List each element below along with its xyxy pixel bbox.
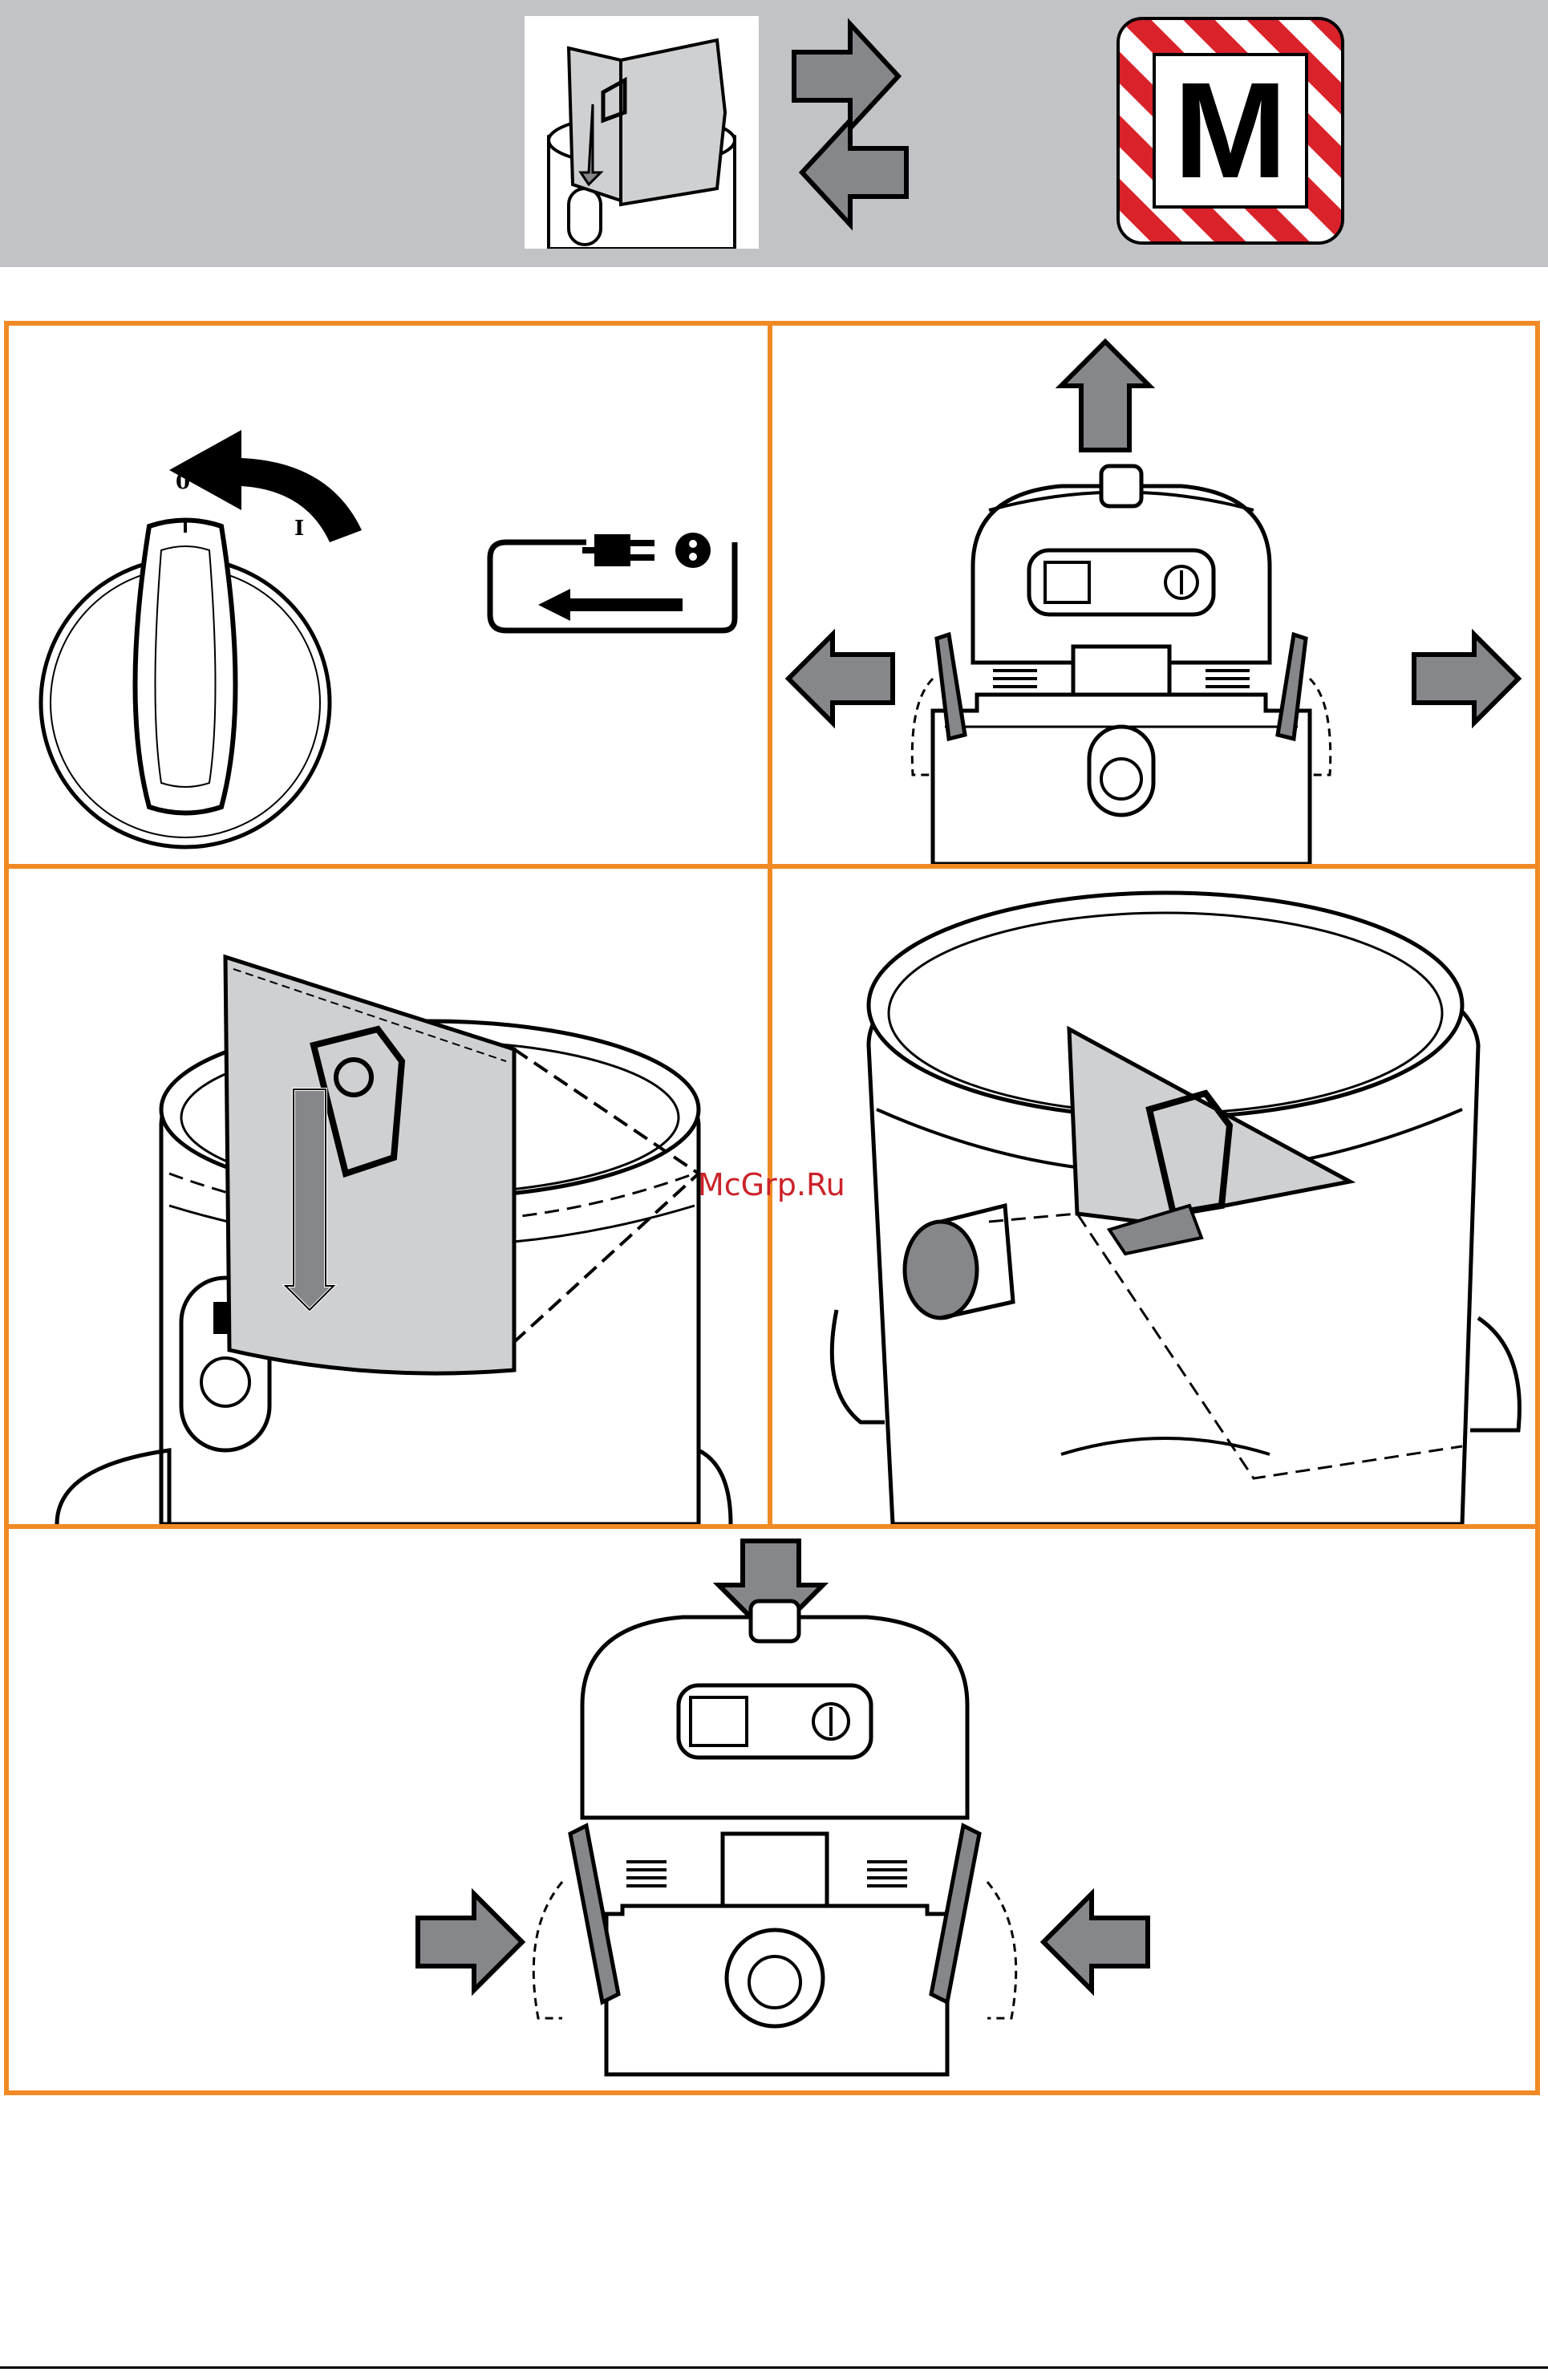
arrow-left-in-icon (1043, 1894, 1148, 1990)
badge-letter: M (1154, 55, 1307, 207)
dial-label-on: I (294, 517, 304, 541)
arrow-right-in-icon (418, 1894, 522, 1990)
arrow-left-icon (788, 635, 893, 723)
header-bar: M (0, 0, 1548, 267)
panel-fit-bag (772, 869, 1535, 1524)
arrow-right-icon (1414, 635, 1518, 723)
arrow-up-icon (1061, 342, 1149, 450)
filter-bag-thumbnail (525, 16, 759, 249)
footer-rule (0, 2366, 1548, 2369)
panel-release-clips (772, 326, 1535, 864)
panel-insert-bag (9, 869, 768, 1524)
maintenance-badge: M (1116, 16, 1345, 245)
panel-switch-off: 0 I (9, 326, 768, 864)
panel-close-clips (9, 1529, 1535, 2090)
swap-arrows-icon (770, 16, 930, 249)
dial-label-off: 0 (176, 470, 190, 494)
unplug-icon (482, 518, 755, 639)
watermark: McGrp.Ru (698, 1167, 845, 1202)
